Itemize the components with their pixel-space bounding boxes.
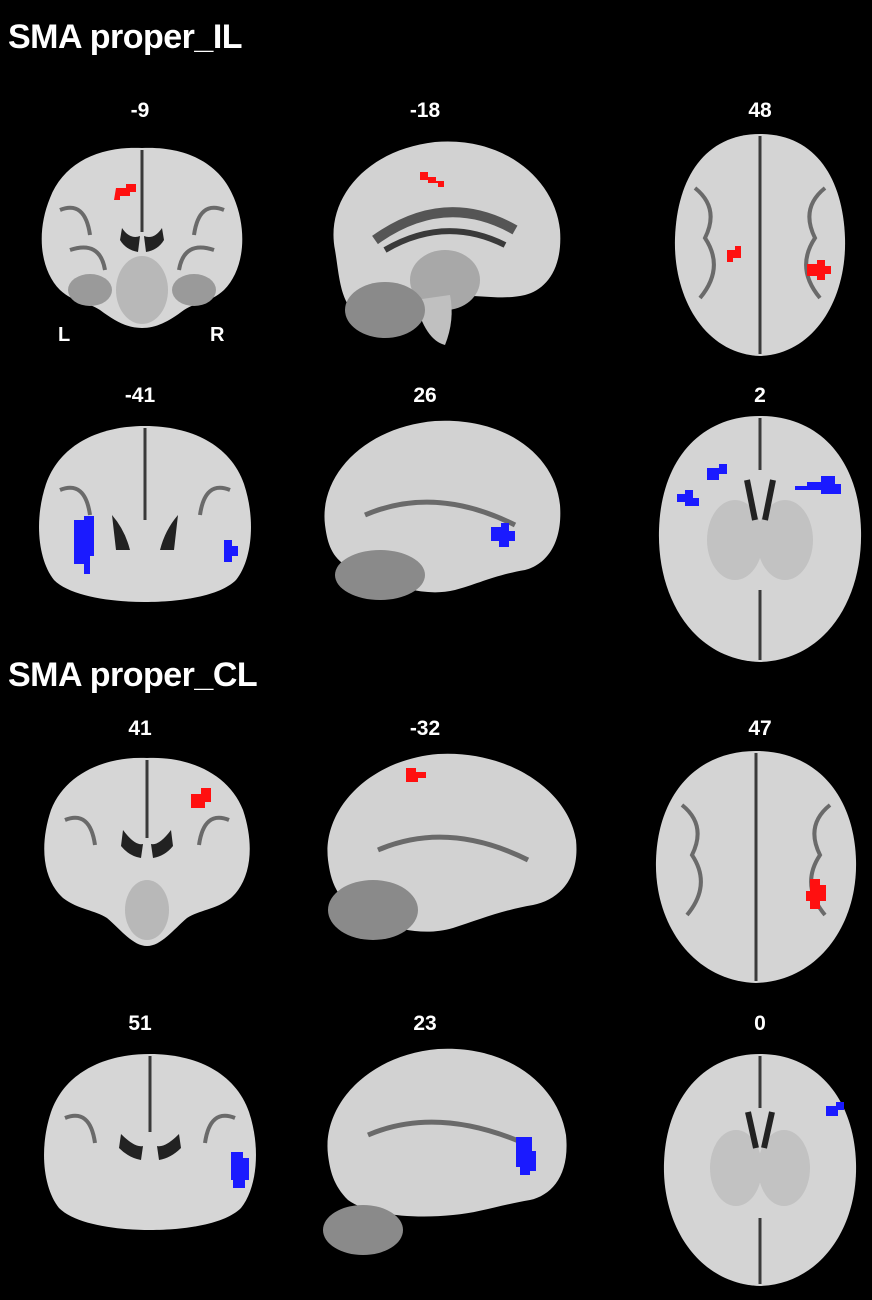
activation-cluster xyxy=(727,246,741,262)
coronal-brain-slice xyxy=(30,420,260,620)
axial-brain-slice xyxy=(665,128,855,360)
slice-label-sagittal: -32 xyxy=(409,717,441,740)
slice-label-axial: 0 xyxy=(754,1012,766,1035)
sagittal-brain-slice xyxy=(315,415,565,600)
sagittal-brain-slice xyxy=(318,750,583,950)
activation-cluster xyxy=(516,1137,536,1175)
activation-cluster xyxy=(707,464,727,480)
activation-cluster xyxy=(191,788,211,808)
slice-label-coronal: 51 xyxy=(128,1012,152,1035)
slice-label-coronal: 41 xyxy=(128,717,152,740)
activation-cluster xyxy=(420,172,444,187)
activation-cluster xyxy=(795,476,841,494)
slice-label-axial: 47 xyxy=(748,717,772,740)
slice-label-coronal: -9 xyxy=(130,99,150,122)
orientation-right-label: R xyxy=(210,324,225,346)
coronal-brain-slice xyxy=(35,750,260,950)
orientation-left-label: L xyxy=(58,324,71,346)
axial-brain-slice xyxy=(660,1048,860,1288)
activation-cluster xyxy=(231,1152,249,1188)
activation-cluster xyxy=(406,768,426,782)
slice-label-coronal: -41 xyxy=(124,384,156,407)
slice-label-sagittal: 26 xyxy=(413,384,437,407)
activation-cluster xyxy=(806,879,826,909)
activation-cluster xyxy=(74,516,94,574)
activation-cluster xyxy=(826,1102,844,1116)
activation-cluster xyxy=(224,540,238,562)
coronal-brain-slice xyxy=(35,1048,265,1248)
section-title-cl: SMA proper_CL xyxy=(8,656,258,694)
activation-cluster xyxy=(677,490,699,506)
section-title-il: SMA proper_IL xyxy=(8,18,243,56)
axial-brain-slice xyxy=(655,410,865,665)
activation-cluster xyxy=(807,260,831,280)
sagittal-brain-slice xyxy=(318,1045,573,1260)
coronal-brain-slice xyxy=(30,140,255,335)
sagittal-brain-slice xyxy=(305,130,565,355)
slice-label-sagittal: -18 xyxy=(409,99,441,122)
slice-label-sagittal: 23 xyxy=(413,1012,437,1035)
activation-cluster xyxy=(491,523,515,547)
slice-label-axial: 2 xyxy=(754,384,766,407)
activation-cluster xyxy=(114,184,136,200)
axial-brain-slice xyxy=(652,745,860,985)
slice-label-axial: 48 xyxy=(748,99,772,122)
